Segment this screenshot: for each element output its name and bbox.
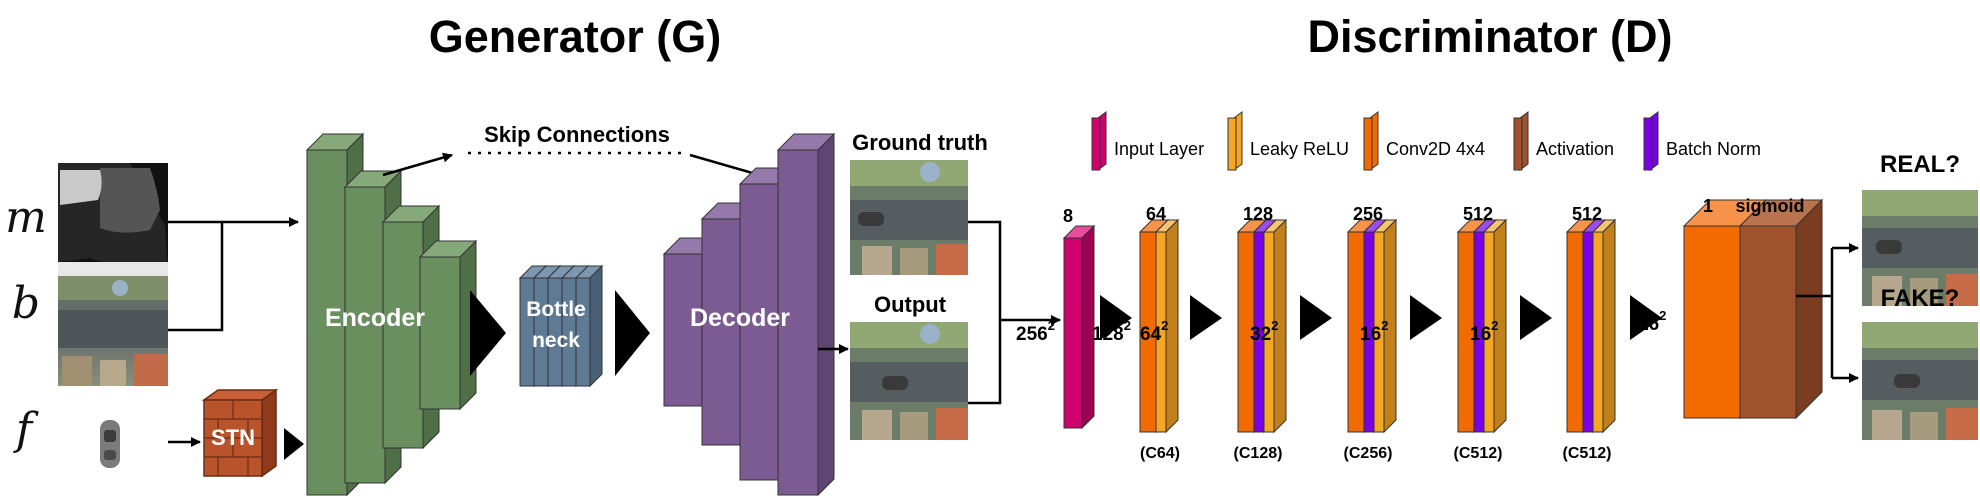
size-label: 642 xyxy=(1140,318,1168,345)
conv-block xyxy=(1346,218,1398,434)
input-connectors xyxy=(168,217,299,447)
layer-legend: Input Layer Leaky ReLU Conv2D 4x4 Activatio… xyxy=(1091,111,1761,171)
legend-label: Batch Norm xyxy=(1666,139,1761,159)
flow-triangle xyxy=(1100,295,1132,340)
discriminator-title: Discriminator (D) xyxy=(1307,11,1672,62)
legend-item: Conv2D 4x4 xyxy=(1363,111,1485,171)
channel-label: 1 xyxy=(1703,196,1713,216)
generator-title: Generator (G) xyxy=(429,11,722,62)
encoder-label: Encoder xyxy=(325,304,425,332)
size-label: 322 xyxy=(1250,318,1278,345)
flow-triangle xyxy=(1630,295,1662,340)
merge-connector xyxy=(968,220,1061,405)
ground-truth-image xyxy=(850,160,968,275)
real-label: REAL? xyxy=(1880,151,1960,178)
output-image xyxy=(850,322,968,440)
car-icon xyxy=(100,420,120,468)
legend-item: Leaky ReLU xyxy=(1227,111,1349,171)
skip-connections-label: Skip Connections xyxy=(484,122,670,147)
flow-triangle xyxy=(470,290,506,376)
input-label-b: b xyxy=(12,278,40,329)
bottleneck-label-line1: Bottle xyxy=(526,298,586,321)
flow-triangle xyxy=(284,428,304,460)
mask-image-m xyxy=(58,163,168,276)
decoder-label: Decoder xyxy=(690,304,790,332)
stn-label: STN xyxy=(211,425,255,450)
skip-connection xyxy=(382,151,764,179)
block-name-label: (C512) xyxy=(1454,445,1503,462)
decoder-slab xyxy=(776,132,836,497)
sigmoid-label: sigmoid xyxy=(1735,196,1804,216)
legend-item: Activation xyxy=(1513,111,1614,171)
encoder-slab xyxy=(418,239,478,411)
leaky-relu-layer xyxy=(1262,218,1288,434)
block-name-label: (C128) xyxy=(1234,445,1283,462)
conv-block xyxy=(1456,218,1508,434)
legend-label: Input Layer xyxy=(1114,139,1204,159)
leaky-relu-layer xyxy=(1482,218,1508,434)
conv-block xyxy=(1138,218,1180,434)
input-layer xyxy=(1062,224,1096,430)
decoder-block xyxy=(662,132,836,497)
legend-item: Batch Norm xyxy=(1643,111,1761,171)
channel-label: 512 xyxy=(1463,204,1493,224)
real-candidate-image xyxy=(1862,190,1978,306)
activation-layer xyxy=(1738,198,1824,420)
decision-connector xyxy=(1796,243,1859,383)
leaky-relu-layer xyxy=(1591,218,1617,434)
bottleneck-block xyxy=(518,264,604,388)
fake-candidate-image xyxy=(1862,322,1978,440)
output-label: Output xyxy=(874,292,947,317)
size-label: 2562 xyxy=(1016,318,1055,345)
input-label-f: f xyxy=(13,404,39,455)
channel-label: 128 xyxy=(1243,204,1273,224)
flow-triangle xyxy=(1300,295,1332,340)
size-label: 1282 xyxy=(1092,318,1131,345)
legend-label: Leaky ReLU xyxy=(1250,139,1349,159)
block-name-label: (C256) xyxy=(1344,445,1393,462)
ground-truth-label: Ground truth xyxy=(852,130,988,155)
bottleneck-slab xyxy=(574,264,604,388)
size-label: 162 xyxy=(1638,308,1666,335)
leaky-relu-layer xyxy=(1154,218,1180,434)
discriminator-layers: 8 2562 1282 64 (C64) 642 128 (C128) 322 256 (C256)… xyxy=(1016,196,1824,462)
flow-triangle xyxy=(1410,295,1442,340)
stn-block: STN xyxy=(201,388,279,478)
conv-block xyxy=(1236,218,1288,434)
block-name-label: (C64) xyxy=(1140,445,1180,462)
fake-label: FAKE? xyxy=(1881,285,1960,312)
channel-label: 64 xyxy=(1146,204,1166,224)
flow-triangle xyxy=(1190,295,1222,340)
channel-label: 256 xyxy=(1353,204,1383,224)
legend-item: Input Layer xyxy=(1091,111,1204,171)
size-label: 162 xyxy=(1470,318,1498,345)
input-label-m: m xyxy=(5,192,47,243)
background-image-b xyxy=(58,276,168,386)
flow-triangle xyxy=(615,290,650,376)
leaky-relu-layer xyxy=(1372,218,1398,434)
legend-label: Activation xyxy=(1536,139,1614,159)
channel-label: 512 xyxy=(1572,204,1602,224)
conv-block xyxy=(1565,218,1617,434)
channel-label: 8 xyxy=(1063,206,1073,226)
bottleneck-label-line2: neck xyxy=(532,329,580,352)
block-name-label: (C512) xyxy=(1563,445,1612,462)
legend-label: Conv2D 4x4 xyxy=(1386,139,1485,159)
size-label: 162 xyxy=(1360,318,1388,345)
encoder-block xyxy=(305,132,478,497)
flow-triangle xyxy=(1520,295,1552,340)
